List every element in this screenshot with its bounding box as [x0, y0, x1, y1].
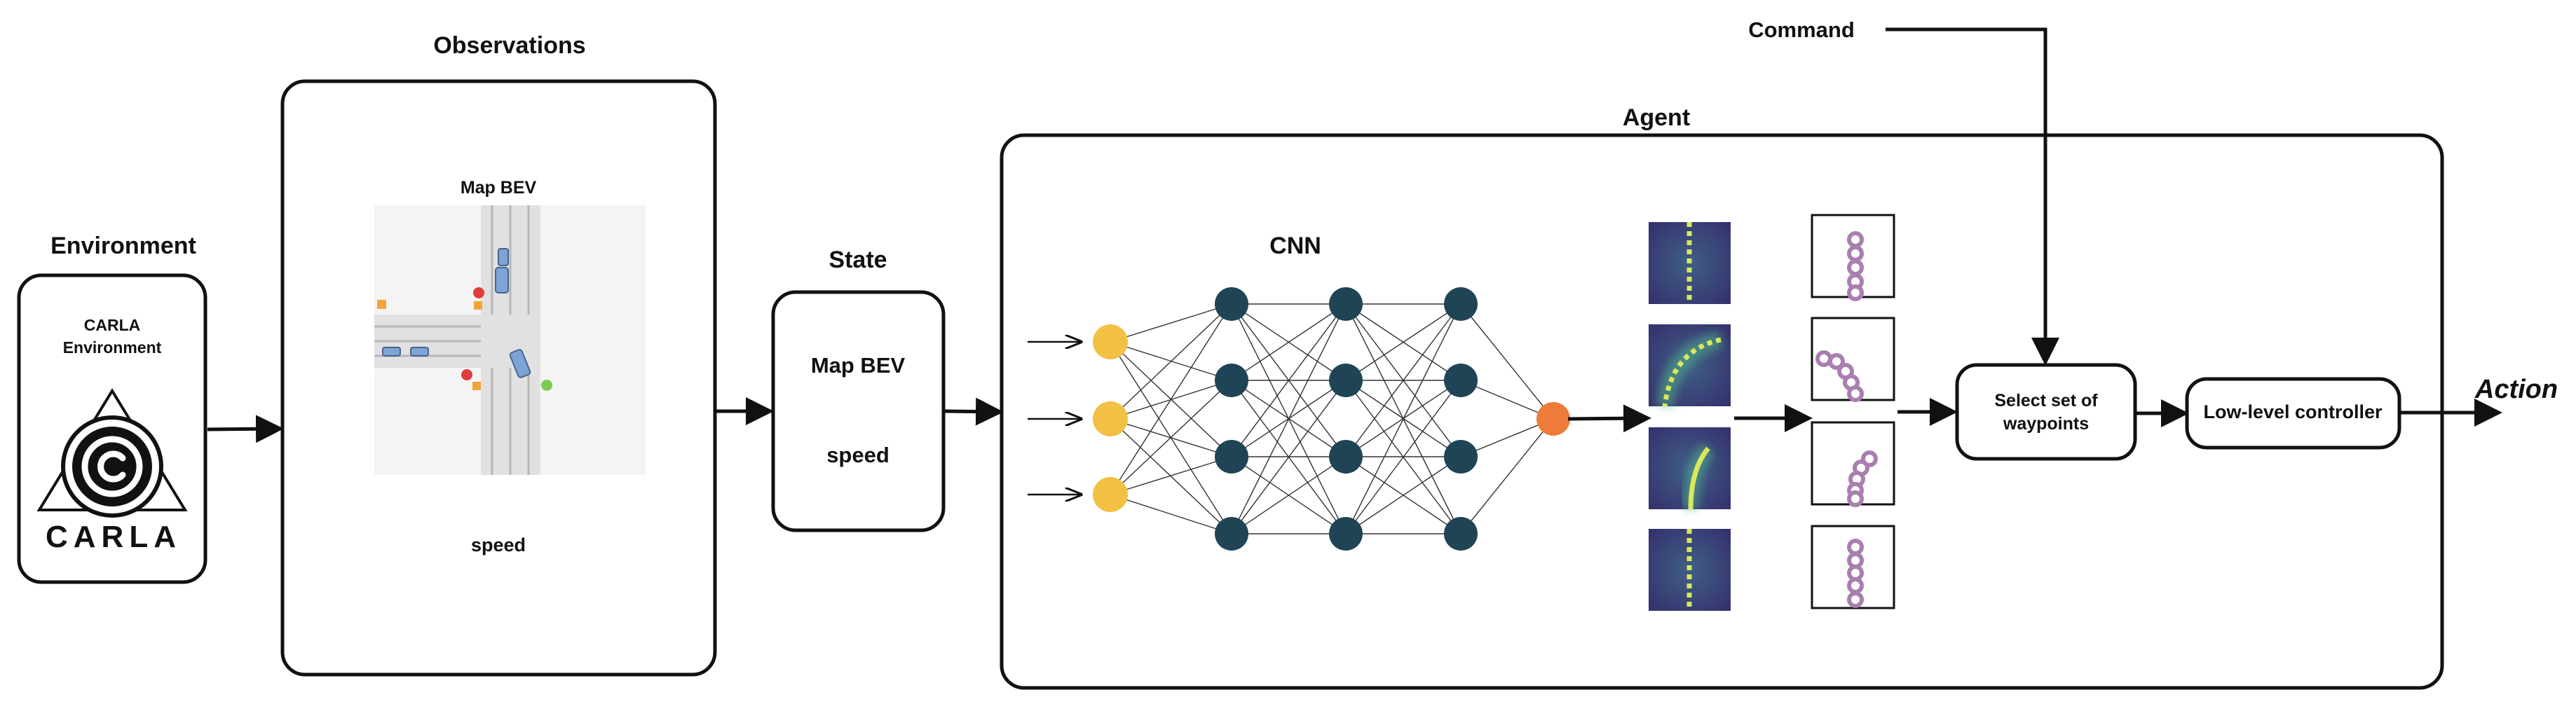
- arrow-command-to-select: [1886, 27, 2059, 366]
- state-title: State: [829, 247, 887, 273]
- carla-logo: CARLA: [36, 388, 188, 554]
- hidden-node: [1215, 364, 1248, 397]
- select-waypoints-label-line1: Select set of: [1994, 391, 2098, 410]
- bev-traffic-light-red: [461, 369, 472, 380]
- state-speed-label: speed: [826, 443, 890, 467]
- waypoint-marker: [1847, 577, 1864, 594]
- hidden-node: [1329, 364, 1363, 397]
- select-waypoints-label-line2: waypoints: [2003, 414, 2089, 434]
- waypoint-marker: [1847, 539, 1864, 555]
- network-connection: [1231, 456, 1347, 534]
- network-connection: [1110, 303, 1232, 495]
- bev-vehicle: [509, 349, 531, 378]
- network-connection: [1345, 456, 1461, 534]
- carla-logo-white-ring: [81, 436, 143, 497]
- hidden-node: [1329, 440, 1363, 474]
- hidden-node: [1215, 287, 1248, 321]
- heatmap-straight: [1649, 222, 1731, 304]
- waypoint-marker: [1847, 490, 1864, 507]
- heatmap-straight-2: [1649, 529, 1731, 611]
- network-connection: [1460, 418, 1554, 534]
- input-node: [1093, 401, 1128, 436]
- hidden-node: [1329, 287, 1363, 321]
- network-connection: [1460, 303, 1554, 420]
- network-connection: [1345, 380, 1461, 534]
- bev-map: [374, 205, 646, 475]
- state-box: [771, 290, 946, 532]
- waypoint-marker: [1847, 385, 1864, 402]
- network-connection: [1110, 456, 1232, 495]
- hidden-node: [1215, 517, 1248, 551]
- arrow-state-to-agent: [944, 397, 1004, 426]
- hidden-node: [1444, 517, 1478, 551]
- low-level-controller-box: [2185, 377, 2401, 450]
- heatmap-left-turn: [1649, 324, 1731, 408]
- neural-network-edges: [1110, 303, 1554, 534]
- bev-stop-marker: [472, 382, 481, 390]
- network-connection: [1345, 303, 1461, 457]
- hidden-node: [1215, 440, 1248, 474]
- network-connection: [1231, 380, 1347, 534]
- observations-title: Observations: [433, 32, 585, 59]
- observations-speed-label: speed: [471, 534, 526, 555]
- waypoint-marker: [1847, 245, 1864, 262]
- carla-logo-text: CARLA: [46, 520, 182, 554]
- agent-title: Agent: [1623, 104, 1690, 131]
- arrow-network-to-heatmaps: [1567, 404, 1651, 433]
- waypoint-marker: [1847, 284, 1864, 301]
- waypoint-marker: [1847, 259, 1864, 276]
- waypoints-straight: [1811, 214, 1895, 301]
- waypoints-right: [1811, 421, 1895, 507]
- command-label: Command: [1748, 18, 1855, 42]
- select-waypoints-box: [1955, 363, 2137, 461]
- waypoint-marker: [1847, 591, 1864, 608]
- heatmap-right-turn: [1649, 427, 1731, 510]
- output-node: [1536, 402, 1570, 436]
- waypoint-marker: [1828, 353, 1845, 370]
- network-connection: [1345, 303, 1461, 534]
- carla-logo-c-icon: [97, 450, 126, 483]
- bev-traffic-light-green: [541, 380, 552, 391]
- action-label: Action: [2474, 375, 2558, 404]
- environment-label-line2: Environment: [63, 338, 162, 357]
- hidden-node: [1444, 287, 1478, 321]
- environment-title: Environment: [50, 233, 196, 259]
- network-connection: [1110, 303, 1232, 343]
- bev-vehicle: [498, 248, 509, 266]
- input-node: [1093, 324, 1128, 359]
- neural-network-nodes: [1093, 287, 1570, 551]
- bev-stop-marker: [474, 301, 482, 310]
- hidden-node: [1444, 440, 1478, 474]
- network-connection: [1231, 303, 1347, 534]
- heatmap-stack: [1649, 222, 1731, 611]
- cnn-label: CNN: [1269, 233, 1321, 259]
- neural-network: [1093, 287, 1570, 551]
- bev-traffic-light-red: [473, 287, 484, 298]
- waypoint-sets: [1811, 214, 1895, 609]
- hidden-node: [1329, 517, 1363, 551]
- waypoint-marker: [1847, 231, 1864, 248]
- network-connection: [1231, 303, 1347, 381]
- network-connection: [1110, 494, 1232, 534]
- bev-vehicle: [382, 347, 401, 357]
- waypoints-straight-2: [1811, 525, 1895, 609]
- network-connection: [1110, 380, 1232, 495]
- bev-vehicle: [410, 347, 429, 357]
- low-level-controller-label: Low-level controller: [2203, 401, 2383, 422]
- state-map-label: Map BEV: [811, 353, 906, 378]
- bev-stop-marker: [377, 300, 386, 309]
- input-node: [1093, 477, 1128, 512]
- network-connection: [1345, 303, 1461, 381]
- network-connection: [1231, 303, 1347, 457]
- hidden-node: [1444, 364, 1478, 397]
- waypoints-left: [1811, 317, 1895, 402]
- bev-vehicle: [495, 267, 509, 294]
- environment-label-line1: CARLA: [84, 316, 141, 334]
- network-connection: [1110, 303, 1232, 420]
- network-connection: [1110, 418, 1232, 534]
- observations-map-label: Map BEV: [461, 178, 537, 198]
